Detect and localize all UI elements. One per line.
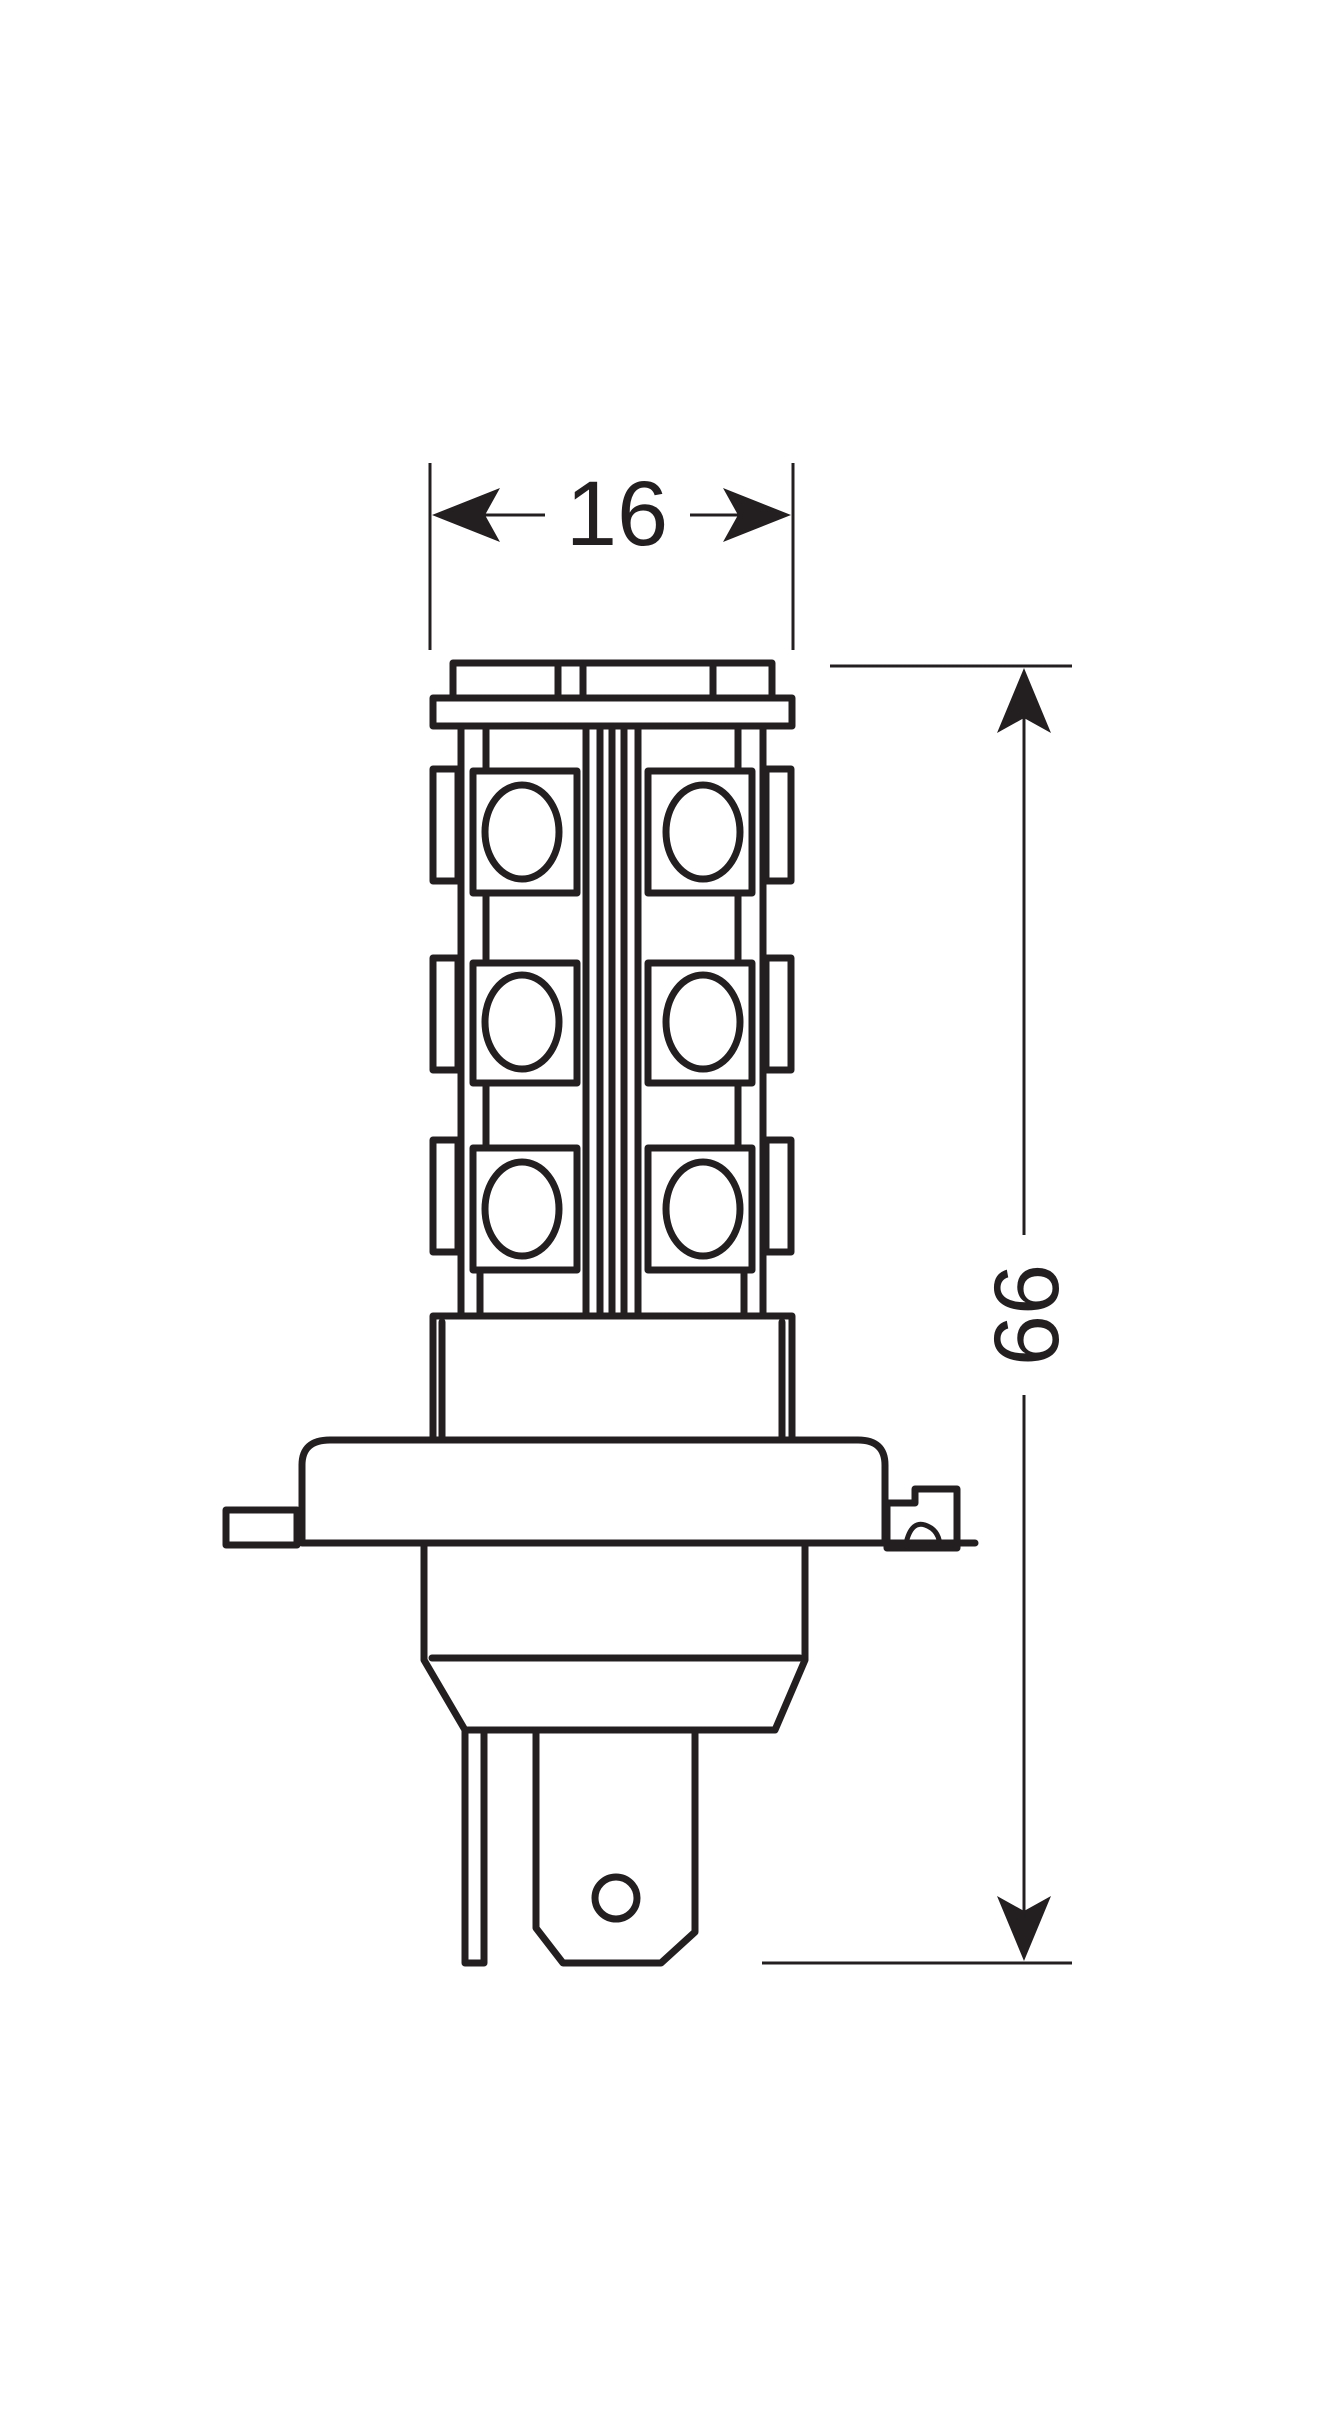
terminals	[461, 1726, 699, 1967]
base	[420, 1541, 809, 1734]
led-chip	[469, 959, 581, 1087]
led-lens	[662, 971, 744, 1073]
collar	[429, 1312, 796, 1444]
led-chip	[644, 959, 756, 1087]
top-cap	[429, 659, 796, 730]
height-arrow-bottom	[997, 1896, 1051, 1961]
led-chip	[469, 767, 581, 897]
center-spine	[582, 722, 642, 1320]
height-dimension-label: 66	[976, 1264, 1078, 1366]
terminal-pin	[461, 1726, 488, 1967]
led-lens	[662, 781, 744, 883]
width-dimension-label: 16	[566, 463, 668, 565]
width-arrow-left	[432, 488, 500, 542]
led-lens	[662, 1158, 744, 1260]
terminal-hole	[591, 1873, 641, 1923]
led-lens	[481, 781, 563, 883]
led-row-1	[469, 767, 756, 897]
height-arrow-top	[997, 668, 1051, 733]
height-dimension: 66	[762, 664, 1078, 1965]
led-chip	[469, 1144, 581, 1274]
terminal-blade	[532, 1726, 699, 1967]
led-lens	[481, 971, 563, 1073]
led-row-3	[469, 1144, 756, 1274]
led-chip	[644, 1144, 756, 1274]
side-led-tabs	[429, 765, 795, 1256]
led-bulb	[222, 659, 979, 1967]
front-leds	[469, 767, 756, 1274]
led-chip	[644, 767, 756, 897]
flange	[222, 1436, 979, 1552]
led-lens	[481, 1158, 563, 1260]
width-dimension: 16	[428, 463, 795, 650]
width-arrow-right	[723, 488, 791, 542]
led-row-2	[469, 959, 756, 1087]
